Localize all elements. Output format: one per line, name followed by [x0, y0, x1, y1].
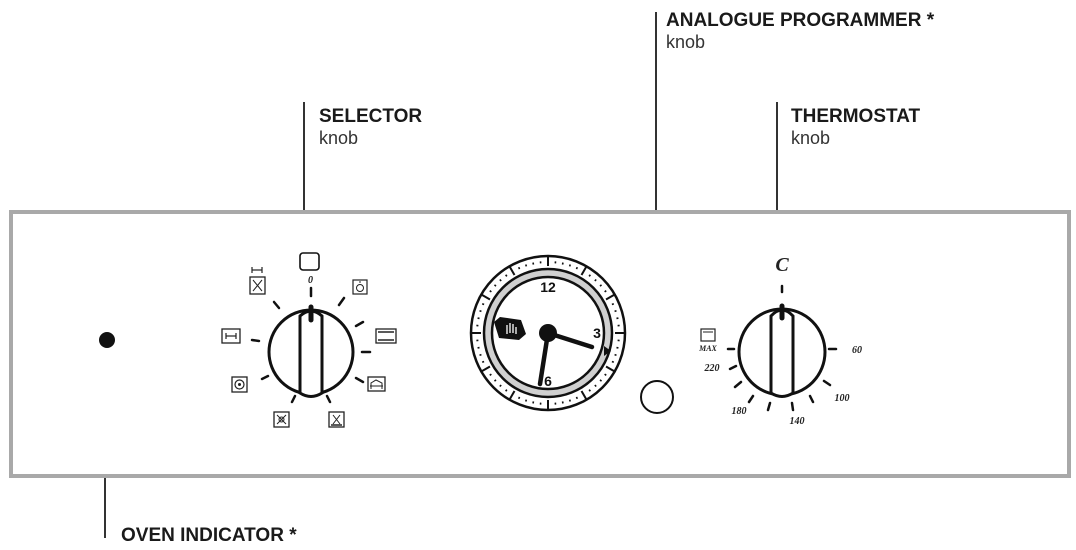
clock-tick: [505, 389, 508, 392]
lamp-icon: [352, 279, 368, 295]
thermostat-temp-220: 220: [704, 363, 720, 374]
clock-tick: [499, 384, 502, 388]
thermostat-knob[interactable]: [737, 303, 827, 398]
clock-tick: [508, 264, 516, 276]
selector-callout: SELECTOR knob: [319, 106, 422, 149]
clock-tick: [493, 284, 497, 287]
thermostat-temp-100: 100: [835, 393, 850, 404]
clock-tick: [575, 396, 579, 400]
clock-tick: [575, 266, 579, 270]
clock-tick: [481, 360, 485, 364]
clock-tick: [588, 274, 591, 277]
thermostat-title: THERMOSTAT: [791, 106, 921, 127]
clock-tick: [568, 264, 572, 267]
thermostat-leader-line: [776, 102, 778, 242]
clock-tick: [568, 399, 572, 402]
clock-center-pin: [539, 324, 557, 342]
clock-tick: [479, 293, 491, 301]
clock-pointer-arrow: [604, 346, 611, 356]
programmer-leader-line: [655, 12, 657, 368]
thermostat-temp-140: 140: [790, 416, 805, 427]
selector-leader-line: [303, 102, 305, 242]
thermostat-temp-180: 180: [732, 406, 747, 417]
selector-tick-marks: [250, 286, 372, 404]
clock-tick: [605, 365, 617, 373]
oven-off-icon: [299, 252, 320, 271]
top-heat-icon: [221, 328, 241, 344]
oven-indicator-title: OVEN INDICATOR *: [121, 525, 297, 546]
thermostat-max-oven-icon: [700, 328, 716, 342]
conventional-oven-icon: [375, 328, 397, 344]
programmer-subtitle: knob: [666, 32, 706, 52]
clock-tick: [499, 278, 502, 282]
thermostat-off-label: C: [775, 254, 789, 276]
clock-tick: [588, 389, 591, 392]
selector-title: SELECTOR: [319, 106, 423, 127]
thermostat-max-label: MAX: [698, 344, 717, 353]
clock-tick: [611, 360, 615, 364]
oven-indicator-light: [99, 332, 115, 348]
clock-tick: [599, 379, 603, 382]
clock-tick: [479, 365, 491, 373]
clock-tick: [604, 290, 607, 293]
clock-tick: [479, 353, 482, 357]
clock-number-12: 12: [540, 279, 556, 295]
programmer-title: ANALOGUE PROGRAMMER *: [666, 10, 935, 31]
clock-number-6: 6: [544, 373, 552, 389]
clock-tick: [611, 302, 615, 306]
manual-hand-icon: [494, 317, 526, 340]
double-grill-icon: [249, 267, 266, 295]
oven-indicator-callout: OVEN INDICATOR *: [121, 525, 297, 547]
clock-tick: [599, 284, 603, 287]
clock-tick: [594, 384, 597, 388]
clock-tick: [489, 290, 492, 293]
programmer-clock[interactable]: 12 3 6: [469, 254, 627, 412]
clock-tick: [493, 379, 497, 382]
clock-tick: [605, 293, 617, 301]
clock-tick: [580, 264, 588, 276]
defrost-icon: [367, 376, 386, 392]
clock-tick: [517, 266, 521, 270]
programmer-callout: ANALOGUE PROGRAMMER * knob: [666, 10, 934, 53]
thermostat-temp-60: 60: [852, 345, 862, 356]
thermostat-callout: THERMOSTAT knob: [791, 106, 920, 149]
selector-knob[interactable]: [267, 304, 355, 398]
fan-oven-icon: [273, 411, 290, 428]
clock-tick: [524, 264, 528, 267]
selector-zero-label: 0: [308, 275, 313, 286]
programmer-knob[interactable]: [640, 380, 674, 414]
clock-tick: [489, 373, 492, 376]
clock-tick: [508, 390, 516, 402]
clock-tick: [517, 396, 521, 400]
clock-tick: [524, 399, 528, 402]
clock-tick: [594, 278, 597, 282]
fan-grill-icon: [231, 376, 248, 393]
bottom-heat-icon: [328, 411, 345, 428]
clock-tick-marks: [470, 255, 626, 411]
clock-tick: [479, 309, 482, 313]
clock-number-3: 3: [593, 325, 601, 341]
clock-tick: [604, 373, 607, 376]
thermostat-subtitle: knob: [791, 128, 831, 148]
clock-tick: [614, 353, 617, 357]
clock-tick: [580, 390, 588, 402]
selector-subtitle: knob: [319, 128, 359, 148]
clock-tick: [505, 274, 508, 277]
clock-tick: [481, 302, 485, 306]
clock-tick: [614, 309, 617, 313]
thermostat-tick-marks: [726, 284, 838, 412]
